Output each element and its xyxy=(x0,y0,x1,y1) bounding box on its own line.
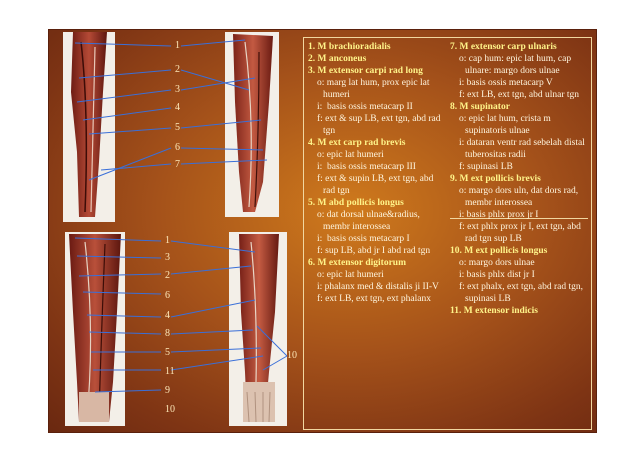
muscle-detail: i: basis phlx prox jr I xyxy=(459,210,539,220)
slide: 1 2 3 4 5 6 7 1 3 2 6 4 8 5 11 9 10 10 1… xyxy=(48,29,597,433)
muscle-heading: 7. M extensor carp ulnaris xyxy=(450,42,557,52)
label-number: 5 xyxy=(165,347,170,358)
forearm-image-top-right xyxy=(225,32,279,217)
muscle-detail: o: epic lat humeri xyxy=(317,270,384,280)
muscle-heading: 8. M supinator xyxy=(450,102,510,112)
label-number: 6 xyxy=(175,142,180,153)
muscle-detail: o: margo dors ulnae xyxy=(459,258,535,268)
muscle-detail: o: cap hum: epic lat hum, cap ulnare: ma… xyxy=(459,54,574,76)
muscle-detail: i: basis ossis metacarp I xyxy=(317,234,410,244)
muscle-heading: 5. M abd pollicis longus xyxy=(308,198,404,208)
forearm-image-bottom-right xyxy=(229,232,287,426)
label-number: 8 xyxy=(165,328,170,339)
label-number: 11 xyxy=(165,366,175,377)
muscle-heading: 1. M brachioradialis xyxy=(308,42,391,52)
label-number: 1 xyxy=(175,40,180,51)
label-number: 10 xyxy=(165,404,175,415)
pointer-lines xyxy=(74,39,288,393)
muscle-heading: 3. M extensor carpi rad long xyxy=(308,66,423,76)
muscle-detail: i: dataran ventr rad sebelah distal tube… xyxy=(459,138,588,160)
forearm-image-bottom-left xyxy=(65,232,125,426)
label-number: 4 xyxy=(165,310,170,321)
label-number: 4 xyxy=(175,102,180,113)
label-number: 6 xyxy=(165,290,170,301)
label-number: 9 xyxy=(165,385,170,396)
muscle-heading: 2. M anconeus xyxy=(308,54,367,64)
muscle-detail: f: supinasi LB xyxy=(459,162,513,172)
label-number: 2 xyxy=(165,270,170,281)
muscle-description-box: 1. M brachioradialis 2. M anconeus 3. M … xyxy=(303,37,592,430)
muscle-detail: i: basis phlx dist jr I xyxy=(459,270,535,280)
muscle-detail: f: ext & supin LB, ext tgn, abd rad tgn xyxy=(317,174,436,196)
label-number: 3 xyxy=(165,252,170,263)
label-number: 7 xyxy=(175,159,180,170)
muscle-detail: f: ext & sup LB, ext tgn, abd rad tgn xyxy=(317,114,443,136)
muscle-detail: o: margo dors uln, dat dors rad, membr i… xyxy=(459,186,581,208)
label-number: 2 xyxy=(175,64,180,75)
muscle-detail: o: epic lat hum, crista m supinatoris ul… xyxy=(459,114,554,136)
muscle-heading: 11. M extensor indicis xyxy=(450,306,538,316)
muscle-detail: i: phalanx med & distalis ji II-V xyxy=(317,282,439,292)
right-description-column: 7. M extensor carp ulnaris o: cap hum: e… xyxy=(450,41,588,317)
muscle-detail: i: basis ossis metacarp V xyxy=(459,78,553,88)
muscle-heading: 4. M ext carp rad brevis xyxy=(308,138,406,148)
divider xyxy=(450,218,588,219)
muscle-heading: 9. M ext pollicis brevis xyxy=(450,174,541,184)
muscle-detail: o: marg lat hum, prox epic lat humeri xyxy=(317,78,432,100)
muscle-heading: 6. M extensor digitorum xyxy=(308,258,406,268)
left-description-column: 1. M brachioradialis 2. M anconeus 3. M … xyxy=(308,41,446,305)
muscle-detail: f: ext LB, ext tgn, ext phalanx xyxy=(317,294,431,304)
muscle-detail: f: ext phlx prox jr I, ext tgn, abd rad … xyxy=(459,222,584,244)
muscle-detail: i: basis ossis metacarp II xyxy=(317,102,413,112)
muscle-heading: 10. M ext pollicis longus xyxy=(450,246,548,256)
muscle-detail: o: epic lat humeri xyxy=(317,150,384,160)
muscle-detail: f: ext LB, ext tgn, abd ulnar tgn xyxy=(459,90,580,100)
label-number: 1 xyxy=(165,235,170,246)
muscle-detail: i: basis ossis metacarp III xyxy=(317,162,416,172)
muscle-detail: o: dat dorsal ulnae&radius, membr intero… xyxy=(317,210,423,232)
label-number: 5 xyxy=(175,122,180,133)
label-number: 3 xyxy=(175,84,180,95)
label-number: 10 xyxy=(287,350,297,361)
muscle-detail: f: sup LB, abd jr I abd rad tgn xyxy=(317,246,431,256)
muscle-detail: f: ext phalx, ext tgn, abd rad tgn, supi… xyxy=(459,282,586,304)
